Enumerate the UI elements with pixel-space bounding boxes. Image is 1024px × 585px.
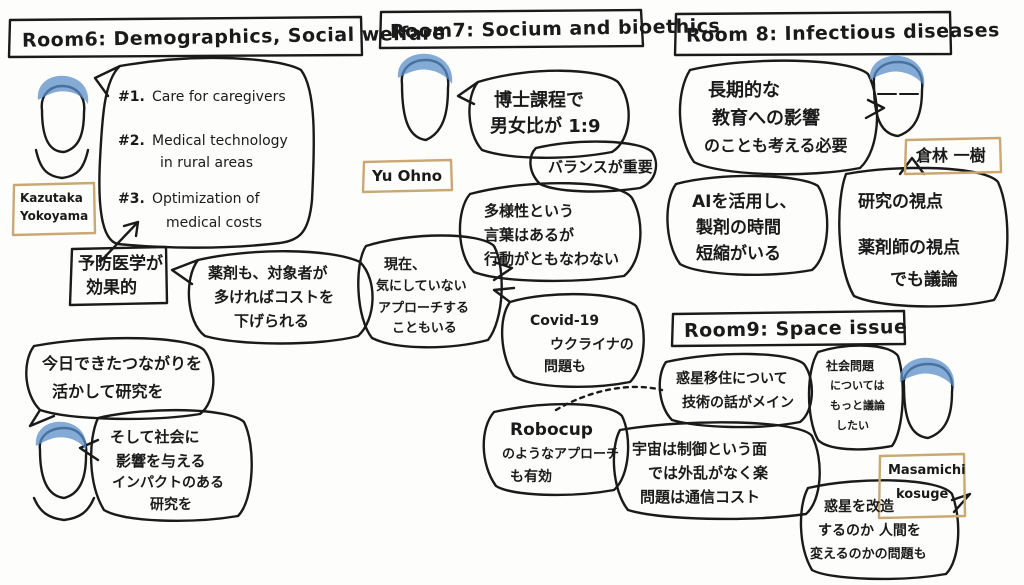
room7-b5-1: Covid-19 xyxy=(530,313,600,329)
room9-bubble-2 xyxy=(807,344,904,451)
room7-bubble-4 xyxy=(357,234,514,349)
room8-title: Room 8: Infectious diseases xyxy=(685,19,1000,47)
room7-person-name: Yu Ohno xyxy=(372,167,443,185)
room8-b3-1: 研究の視点 xyxy=(858,192,943,212)
room9-b3-3: 問題は通信コスト xyxy=(640,488,761,506)
room9-bubble-4 xyxy=(799,479,972,581)
room8-bubble-2 xyxy=(666,174,829,276)
robocup-3: も有効 xyxy=(510,469,552,485)
room9-title: Room9: Space issue xyxy=(683,316,908,342)
room9-b2-2: については xyxy=(830,379,885,392)
robocup-bubble xyxy=(482,402,630,497)
room6-point-1-text: Care for caregivers xyxy=(152,89,286,105)
room6-face xyxy=(40,84,86,154)
room6-person-name-2: Yokoyama xyxy=(20,209,89,223)
room8-person-name: 倉林 一樹 xyxy=(916,146,986,165)
room6-drug-2: 多ければコストを xyxy=(214,288,335,306)
room6-point-2-text-2: in rural areas xyxy=(160,155,254,171)
room9-b2-1: 社会問題 xyxy=(826,359,875,373)
room8-bubble-1 xyxy=(678,59,886,176)
room7-title-frame xyxy=(378,8,645,50)
room7-b1-2: 男女比が 1:9 xyxy=(490,116,601,137)
room9-bubble-3 xyxy=(612,421,821,521)
room7-name-frame xyxy=(361,158,454,194)
room9-b3-1: 宇宙は制御という面 xyxy=(632,440,768,458)
room6-drug-3: 下げられる xyxy=(234,312,310,330)
room6-point-2-text: Medical technology xyxy=(152,133,288,149)
room7-hair xyxy=(397,53,453,84)
room8-b1-3: のことも考える必要 xyxy=(704,136,848,155)
closing-b1-2: 活かして研究を xyxy=(52,382,164,401)
room9-b1-1: 惑星移住について xyxy=(676,371,788,387)
room8-b2-2: 製剤の時間 xyxy=(696,218,781,238)
room6-drug-bubble xyxy=(170,250,374,345)
closing-bubble-1 xyxy=(25,336,215,428)
room9-title-frame xyxy=(670,309,907,348)
closing-b1-1: 今日できたつながりを xyxy=(42,354,203,373)
room7-b1-1: 博士課程で xyxy=(494,90,584,111)
room7-bubble-5 xyxy=(492,286,645,388)
room6-point-3-text-2: medical costs xyxy=(166,215,262,231)
room9-b3-2: では外乱がなく楽 xyxy=(648,464,769,482)
room6-point-2-num: #2. xyxy=(118,133,145,149)
room6-main-bubble xyxy=(93,56,316,249)
room9-b1-2: 技術の話がメイン xyxy=(682,395,794,411)
robocup-dotted-link xyxy=(554,385,664,412)
room7-b4-3: アプローチする xyxy=(378,301,470,316)
room7-b2-1: バランスが重要 xyxy=(548,158,653,176)
room8-b3-3: でも議論 xyxy=(890,270,958,290)
closing-b2-3: インパクトのある xyxy=(112,475,224,491)
room8-b1-2: 教育への影響 xyxy=(712,108,820,129)
room7-b4-1: 現在、 xyxy=(384,257,426,273)
room6-note-2: 効果的 xyxy=(86,278,137,298)
room7-bubble-3 xyxy=(458,181,642,283)
room9-person-name-2: kosuge xyxy=(896,487,949,502)
room9-b2-4: したい xyxy=(836,419,869,432)
room9-name-frame xyxy=(877,452,967,520)
room7-b5-3: 問題も xyxy=(544,359,586,375)
room6-point-3-text: Optimization of xyxy=(152,191,260,207)
room6-point-1-num: #1. xyxy=(118,89,145,105)
closing-b2-1: そして社会に xyxy=(110,428,200,446)
room9-hair xyxy=(899,357,955,388)
room7-b4-4: こともいる xyxy=(392,321,457,336)
closing-hair xyxy=(35,421,87,450)
room9-b4-3: 変えるのかの問題も xyxy=(810,547,927,562)
room6-drug-1: 薬剤も、対象者が xyxy=(208,264,328,282)
room8-b2-3: 短縮がいる xyxy=(696,244,781,264)
room7-b3-3: 行動がともなわない xyxy=(484,250,620,268)
room6-person-name-1: Kazutaka xyxy=(20,191,83,205)
room7-b3-2: 言葉はあるが xyxy=(484,226,575,244)
room6-point-3-num: #3. xyxy=(118,191,145,207)
room8-b3-2: 薬剤師の視点 xyxy=(858,238,960,258)
room8-b1-1: 長期的な xyxy=(708,80,780,101)
room6-name-frame xyxy=(11,181,97,237)
room8-b2-1: AIを活用し、 xyxy=(692,192,797,212)
room9-b4-1: 惑星を改造 xyxy=(824,499,894,515)
closing-b2-2: 影響を与える xyxy=(116,452,206,470)
closing-b2-4: 研究を xyxy=(150,497,192,513)
room6-hair xyxy=(37,75,89,104)
room6-arrow xyxy=(98,220,140,264)
robocup-1: Robocup xyxy=(510,420,593,440)
room9-person-name-1: Masamichi xyxy=(888,463,966,478)
room7-bubble-2 xyxy=(529,140,658,193)
room9-b4-2: するのか 人間を xyxy=(818,523,921,539)
room7-b4-2: 気にしていない xyxy=(376,279,467,294)
room9-bubble-1 xyxy=(658,352,814,429)
room9-b2-3: もっと議論 xyxy=(830,399,885,412)
room7-bubble-1 xyxy=(456,69,630,159)
room6-title-frame xyxy=(7,15,364,59)
room7-b3-1: 多様性という xyxy=(484,202,575,220)
closing-bubble-2 xyxy=(78,408,253,522)
room6-note-1: 予防医学が xyxy=(78,254,163,274)
room8-hair xyxy=(869,55,925,86)
room8-name-frame xyxy=(903,136,1003,176)
room7-b5-2: ウクライナの xyxy=(550,337,634,353)
room6-note-frame xyxy=(68,245,169,307)
robocup-2: のようなアプローチ xyxy=(502,447,620,462)
room8-title-frame xyxy=(673,10,953,57)
